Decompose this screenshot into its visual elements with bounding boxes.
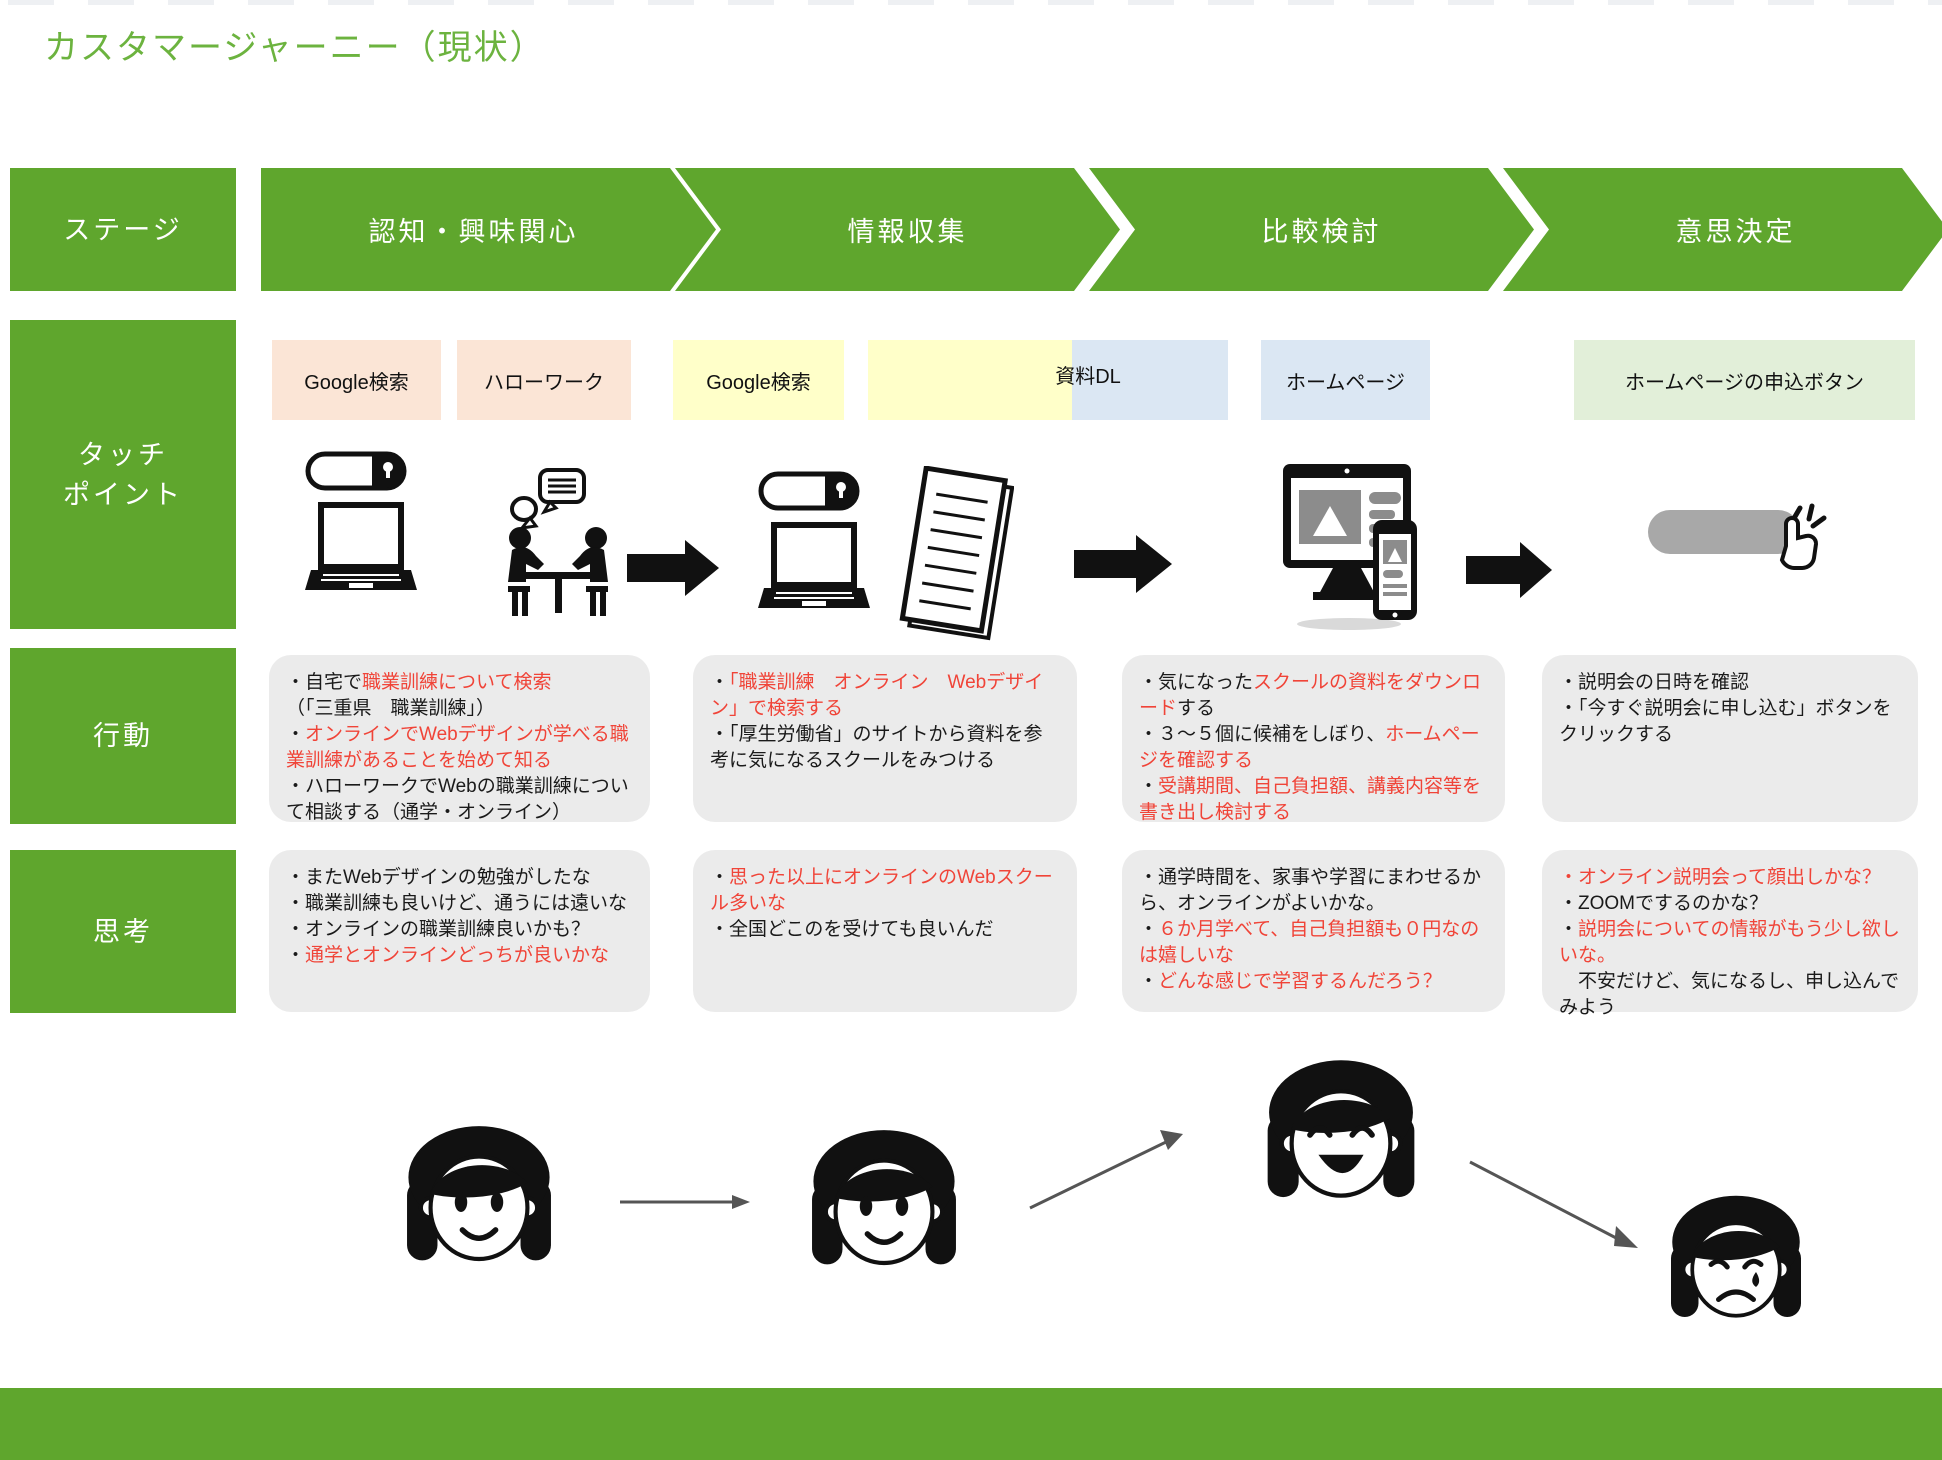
face-content-icon — [407, 1126, 551, 1262]
bullet-item: ・職業訓練も良いけど、通うには遠いな — [286, 893, 628, 914]
action-box-comparison: ・気になったスクールの資料をダウンロードする・３〜５個に候補をしぼり、ホームペー… — [1122, 655, 1505, 823]
search-bar-laptop-icon — [758, 471, 870, 608]
arrow-right-icon — [1466, 542, 1552, 598]
touchpoint-label-hellowork: ハローワーク — [457, 340, 631, 420]
bullet-item: 不安だけど、気になるし、申し込んでみよう — [1559, 971, 1900, 1018]
touchpoint-label-homepage: ホームページ — [1261, 340, 1430, 420]
arrow-right-icon — [627, 540, 719, 596]
bullet-item: ・全国どこのを受けても良いんだ — [710, 919, 994, 940]
bullet-item: ・６か月学べて、自己負担額も０円なのは嬉しいな — [1139, 919, 1480, 966]
touchpoint-label-google-search-2: Google検索 — [673, 340, 844, 420]
bullet-item: ・受講期間、自己負担額、講義内容等を書き出し検討する — [1139, 776, 1482, 823]
stage-label: 認知・興味関心 — [368, 217, 579, 247]
bullet-item: ・ZOOMでするのかな？ — [1559, 893, 1768, 914]
bullet-item: （「三重県 職業訓練」） — [286, 698, 496, 719]
bullet-item: ・自宅で職業訓練について検索 — [286, 672, 552, 693]
bullet-item: ・オンライン説明会って顔出しかな？ — [1559, 867, 1882, 888]
click-button-icon — [1648, 503, 1827, 571]
row-header-action: 行動 — [10, 648, 236, 824]
face-worried-icon — [1671, 1195, 1801, 1318]
top-dashed-border — [8, 0, 1942, 5]
action-box-decision: ・説明会の日時を確認・「今すぐ説明会に申し込む」ボタンをクリックする — [1542, 655, 1918, 822]
emotion-arrow-flat-icon — [620, 1195, 750, 1209]
thought-box-comparison: ・通学時間を、家事や学習にまわせるから、オンラインがよいかな。・６か月学べて、自… — [1122, 850, 1505, 1012]
bullet-item: ・通学とオンラインどっちが良いかな — [286, 945, 610, 966]
row-header-touch-line1: タッチ — [78, 439, 168, 470]
bullet-item: ・説明会の日時を確認 — [1559, 672, 1750, 693]
bullet-item: ・３〜５個に候補をしぼり、ホームページを確認する — [1139, 724, 1480, 771]
monitor-smartphone-icon — [1283, 464, 1417, 630]
bullet-item: ・「職業訓練 オンライン Webデザイン」で検索する — [710, 672, 1044, 719]
stage-label: 意思決定 — [1675, 217, 1796, 247]
row-header-stage-label: ステージ — [63, 214, 183, 245]
bullet-item: ・通学時間を、家事や学習にまわせるから、オンラインがよいかな。 — [1139, 867, 1482, 914]
bullet-item: ・オンラインでWebデザインが学べる職業訓練があることを始めて知る — [286, 724, 629, 771]
touchpoint-label-apply-button: ホームページの申込ボタン — [1574, 340, 1915, 420]
page-title: カスタマージャーニー（現状） — [44, 29, 546, 67]
consultation-table-icon — [508, 468, 608, 616]
search-bar-laptop-icon — [305, 451, 417, 590]
row-header-thought-label: 思考 — [93, 916, 153, 947]
touchpoint-label-document-download: 資料DL — [868, 340, 1228, 420]
touchpoint-label-google-search-1: Google検索 — [272, 340, 441, 420]
row-header-thought: 思考 — [10, 850, 236, 1013]
stage-label: 比較検討 — [1261, 217, 1382, 247]
thought-box-awareness: ・またWebデザインの勉強がしたな・職業訓練も良いけど、通うには遠いな・オンライ… — [269, 850, 650, 1012]
bullet-item: ・どんな感じで学習するんだろう？ — [1139, 971, 1442, 992]
action-box-research: ・「職業訓練 オンライン Webデザイン」で検索する・「厚生労働省」のサイトから… — [693, 655, 1077, 822]
row-header-touch-line2: ポイント — [63, 479, 183, 510]
thought-box-decision: ・オンライン説明会って顔出しかな？ ・ZOOMでするのかな？ ・説明会についての情報… — [1542, 850, 1918, 1018]
bullet-item: ・気になったスクールの資料をダウンロードする — [1139, 672, 1482, 719]
row-header-touchpoint: タッチ ポイント — [10, 320, 236, 629]
thought-box-research: ・思った以上にオンラインのWebスクール多いな・全国どこのを受けても良いんだ — [693, 850, 1077, 1012]
stage-arrow-comparison: 比較検討 — [1089, 168, 1534, 291]
face-delighted-icon — [1267, 1060, 1415, 1198]
action-box-awareness: ・自宅で職業訓練について検索 （「三重県 職業訓練」） ・オンラインでWebデザイン… — [269, 655, 650, 823]
row-header-action-label: 行動 — [93, 721, 153, 751]
emotion-arrow-down-icon — [1469, 1160, 1638, 1248]
stage-arrow-decision: 意思決定 — [1503, 168, 1942, 291]
bullet-item: ・「今すぐ説明会に申し込む」ボタンをクリックする — [1559, 698, 1892, 745]
bullet-item: ・ハローワークでWebの職業訓練について相談する（通学・オンライン） — [286, 776, 629, 823]
bullet-item: ・思った以上にオンラインのWebスクール多いな — [710, 867, 1053, 914]
stage-arrow-awareness: 認知・興味関心 — [261, 168, 716, 291]
stage-label: 情報収集 — [847, 217, 968, 247]
footer-bar — [0, 1388, 1942, 1460]
bullet-item: ・「厚生労働省」のサイトから資料を参考に気になるスクールをみつける — [710, 724, 1043, 771]
bullet-item: ・オンラインの職業訓練良いかも？ — [286, 919, 591, 940]
emotion-arrow-up-icon — [1029, 1130, 1183, 1210]
document-icon — [899, 466, 1014, 641]
bullet-item: ・またWebデザインの勉強がしたな — [286, 867, 591, 888]
face-content-icon — [812, 1130, 956, 1266]
stage-arrow-research: 情報収集 — [675, 168, 1120, 291]
bullet-item: ・説明会についての情報がもう少し欲しいな。 — [1559, 919, 1900, 966]
row-header-stage: ステージ — [10, 168, 236, 291]
arrow-right-icon — [1074, 535, 1172, 593]
